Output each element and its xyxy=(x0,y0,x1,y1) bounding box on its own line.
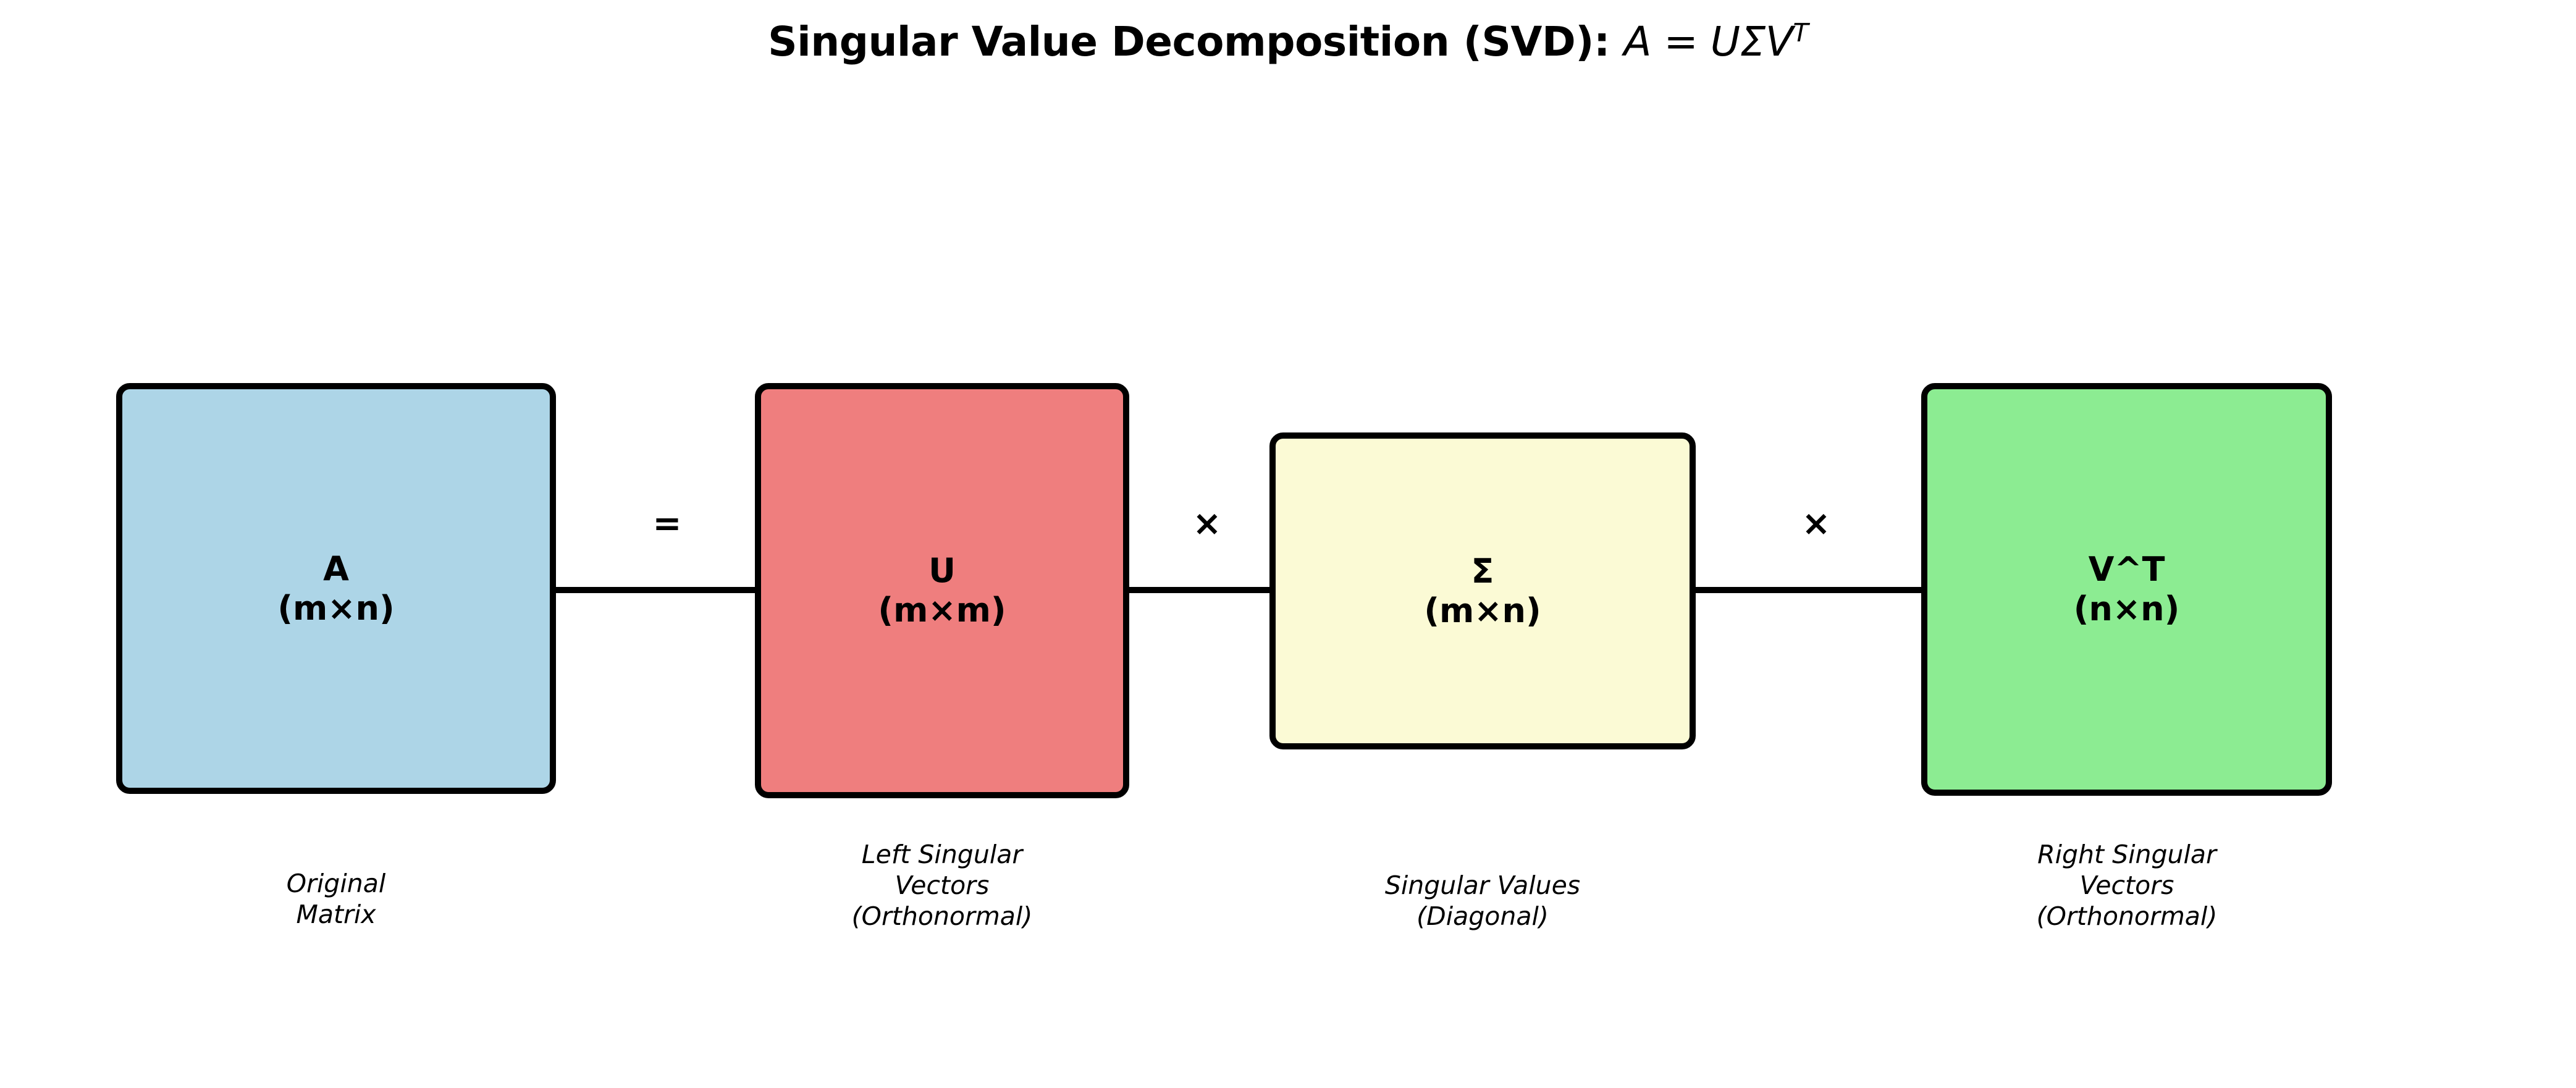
title-formula-equals: = xyxy=(1651,18,1711,65)
operator-times-1: × xyxy=(1192,504,1222,544)
matrix-box-a[interactable]: A (m×n) xyxy=(116,383,556,794)
arrow-sigma-to-vt xyxy=(1696,579,1953,601)
title-bold-text: Singular Value Decomposition (SVD): xyxy=(768,18,1624,65)
page-title: Singular Value Decomposition (SVD): A = … xyxy=(0,9,2576,66)
matrix-box-sigma[interactable]: Σ (m×n) xyxy=(1269,432,1696,749)
matrix-box-vt[interactable]: V^T (n×n) xyxy=(1921,383,2332,796)
arrow-u-to-sigma xyxy=(1129,579,1301,601)
title-formula-rhs: UΣV xyxy=(1710,18,1793,65)
title-formula-transpose-superscript: T xyxy=(1793,18,1808,48)
operator-equals: = xyxy=(652,504,682,544)
caption-matrix-vt: Right Singular Vectors (Orthonormal) xyxy=(2036,840,2218,931)
matrix-box-u[interactable]: U (m×m) xyxy=(755,383,1129,798)
operator-times-2: × xyxy=(1801,504,1831,544)
matrix-label-sigma: Σ (m×n) xyxy=(1424,551,1541,630)
matrix-label-a: A (m×n) xyxy=(277,549,395,628)
title-formula-lhs: A xyxy=(1623,18,1651,65)
caption-matrix-u: Left Singular Vectors (Orthonormal) xyxy=(851,840,1033,931)
caption-matrix-a: Original Matrix xyxy=(286,869,386,929)
matrix-label-vt: V^T (n×n) xyxy=(2073,550,2180,628)
arrow-a-to-u xyxy=(556,579,785,601)
matrix-label-u: U (m×m) xyxy=(878,551,1006,630)
caption-matrix-sigma: Singular Values (Diagonal) xyxy=(1384,871,1581,931)
